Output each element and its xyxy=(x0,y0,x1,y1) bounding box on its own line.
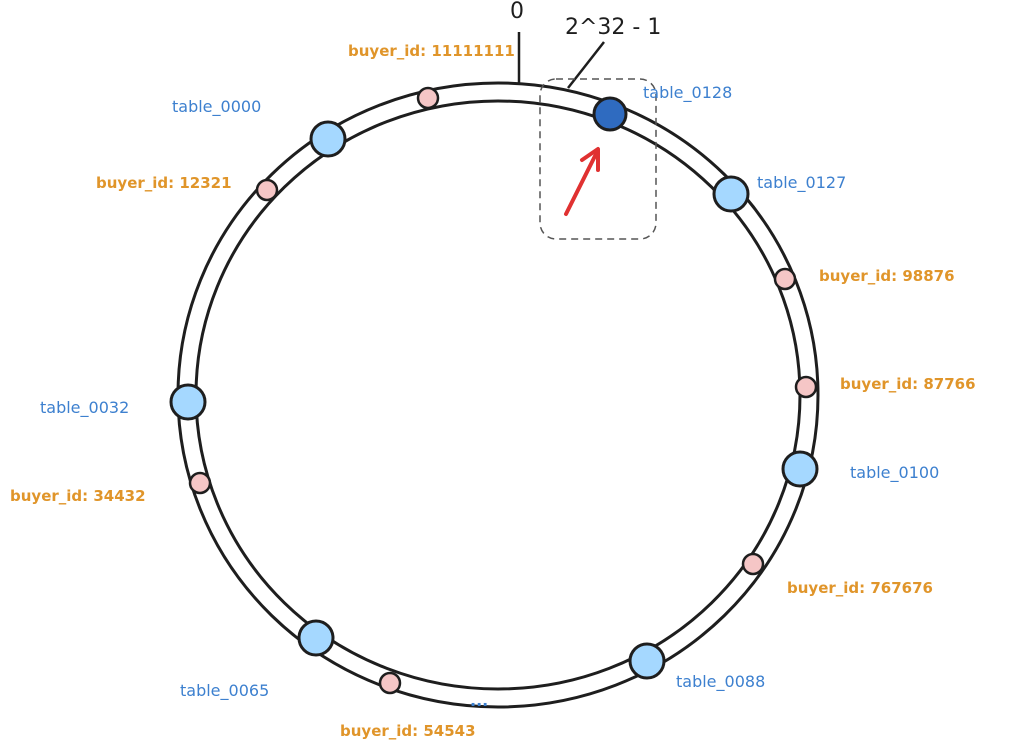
table-node-highlighted xyxy=(592,96,628,132)
buyer-label: buyer_id: 12321 xyxy=(96,174,232,192)
zero-label: 0 xyxy=(510,0,524,24)
buyer-node xyxy=(794,375,818,399)
buyer-node xyxy=(773,267,797,291)
table-label: table_0065 xyxy=(180,681,269,701)
table-node xyxy=(309,120,347,158)
buyer-label: buyer_id: 54543 xyxy=(340,722,476,740)
table-label: table_0088 xyxy=(676,672,765,692)
buyer-label: buyer_id: 767676 xyxy=(787,579,933,597)
table-node xyxy=(297,619,335,657)
buyer-label: buyer_id: 11111111 xyxy=(348,42,515,60)
table-label: table_0128 xyxy=(643,83,732,103)
table-label: table_0100 xyxy=(850,463,939,483)
table-label: table_0032 xyxy=(40,398,129,418)
ring-inner xyxy=(194,99,802,691)
highlight-box xyxy=(539,78,657,240)
table-label: table_0000 xyxy=(172,97,261,117)
max-marker-line xyxy=(567,41,605,89)
table-node xyxy=(628,642,666,680)
buyer-label: buyer_id: 87766 xyxy=(840,375,976,393)
buyer-node xyxy=(416,86,440,110)
ring-outer xyxy=(176,81,820,709)
buyer-node xyxy=(188,471,212,495)
max-label: 2^32 - 1 xyxy=(565,15,661,40)
table-node xyxy=(712,175,750,213)
arrow-icon xyxy=(564,147,600,216)
table-node xyxy=(169,383,207,421)
table-node xyxy=(781,450,819,488)
ring-ellipsis: ... xyxy=(470,691,488,710)
buyer-label: buyer_id: 34432 xyxy=(10,487,146,505)
buyer-label: buyer_id: 98876 xyxy=(819,267,955,285)
buyer-node xyxy=(741,552,765,576)
table-label: table_0127 xyxy=(757,173,846,193)
buyer-node xyxy=(255,178,279,202)
buyer-node xyxy=(378,671,402,695)
